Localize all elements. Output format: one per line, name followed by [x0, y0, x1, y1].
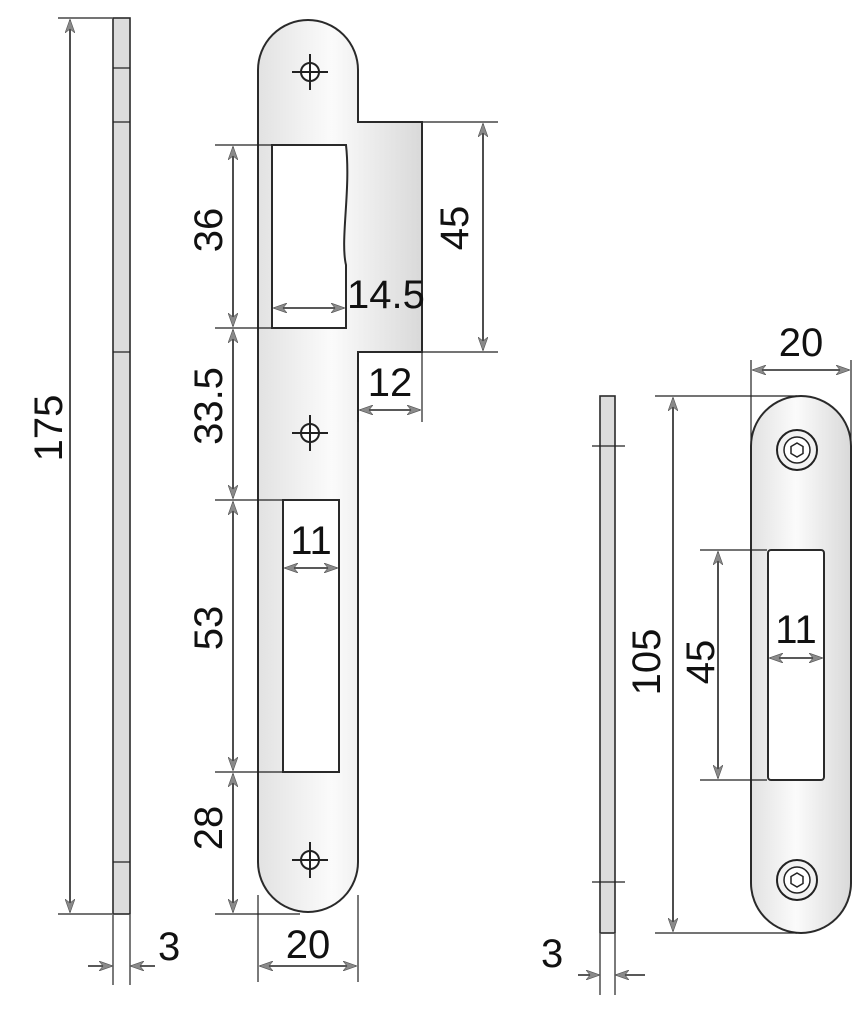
long-thickness-label: 3 [158, 925, 180, 969]
short-opening-height-label: 45 [679, 640, 723, 685]
hex-screw-icon [776, 859, 818, 901]
lower-bolt-opening [282, 499, 340, 773]
upper-latch-opening [271, 144, 349, 329]
spacing-label: 33.5 [187, 367, 231, 445]
long-strike-front-view: 36 33.5 53 28 14.5 45 12 11 20 [187, 19, 498, 982]
short-width-label: 20 [779, 321, 824, 365]
bottom-distance-label: 28 [187, 806, 231, 851]
screw-hole-cross-icon [292, 415, 328, 451]
short-thickness-label: 3 [541, 932, 563, 976]
short-strike-side-view: 3 [541, 395, 645, 995]
tab-width-label: 12 [368, 361, 413, 405]
screw-hole-cross-icon [292, 54, 328, 90]
overall-length-label: 175 [27, 395, 71, 462]
upper-opening-height-label: 36 [187, 208, 231, 253]
long-strike-side-view: 175 3 [27, 17, 180, 985]
short-opening-width-label: 11 [775, 608, 817, 652]
short-length-label: 105 [625, 629, 669, 696]
long-width-label: 20 [286, 923, 331, 967]
hex-screw-icon [776, 429, 818, 471]
tab-height-label: 45 [433, 206, 477, 251]
screw-hole-cross-icon [292, 842, 328, 878]
upper-opening-width-label: 14.5 [347, 273, 425, 317]
short-opening [767, 549, 825, 781]
lower-opening-height-label: 53 [187, 606, 231, 651]
lower-opening-width-label: 11 [290, 519, 332, 563]
short-strike-front-view: 20 105 45 11 [625, 321, 852, 934]
